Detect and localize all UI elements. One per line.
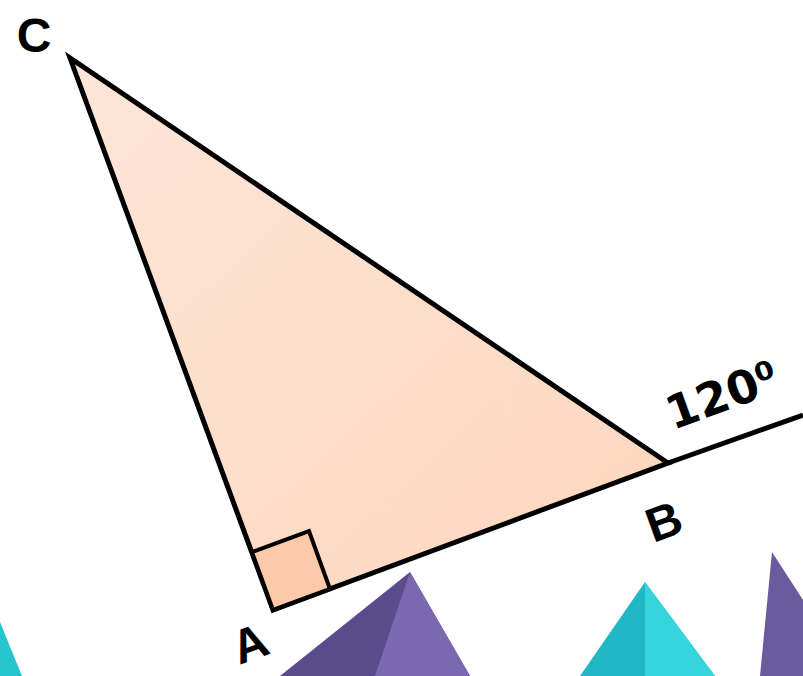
vertex-label: C (17, 12, 52, 60)
decor-pyramid (580, 582, 715, 676)
decor-pyramid (645, 582, 715, 676)
right-angle-marker (252, 531, 330, 610)
vertex-label: B (640, 494, 689, 551)
decor-pyramid (760, 552, 803, 676)
decor-pyramid (0, 622, 22, 676)
right-triangle (70, 58, 668, 610)
decor-pyramid (375, 572, 470, 676)
angle-label: 120⁰ (660, 354, 785, 437)
vertex-label: A (226, 615, 275, 672)
